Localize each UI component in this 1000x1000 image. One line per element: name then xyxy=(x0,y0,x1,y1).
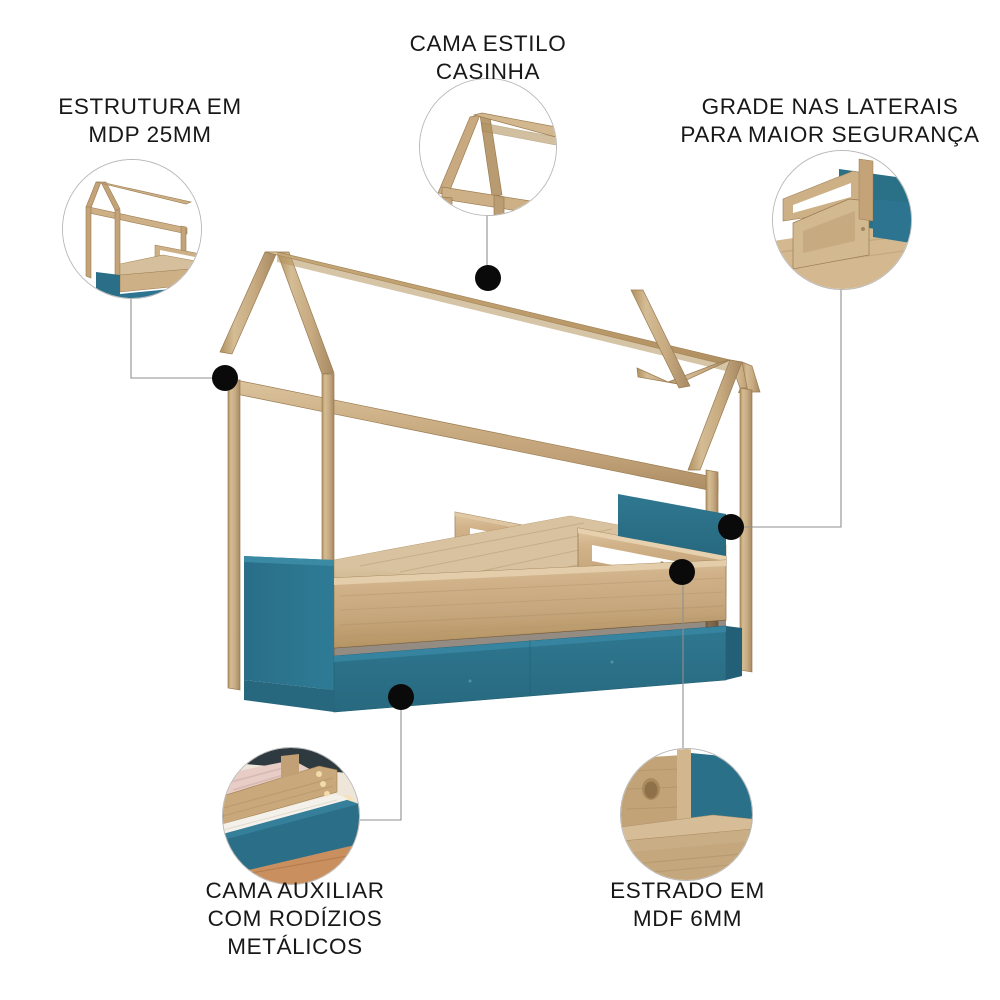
connector-auxiliar xyxy=(360,700,402,821)
marker-estrutura[interactable] xyxy=(212,365,238,391)
inset-estrado[interactable] xyxy=(620,748,753,881)
connector-grade xyxy=(735,288,842,528)
callout-label-estrutura: ESTRUTURA EM MDP 25MM xyxy=(58,94,242,147)
callout-label-estrado: ESTRADO EM MDF 6MM xyxy=(610,878,765,931)
marker-casinha[interactable] xyxy=(475,265,501,291)
connector-estrutura xyxy=(130,297,222,379)
marker-auxiliar[interactable] xyxy=(388,684,414,710)
callout-label-auxiliar: CAMA AUXILIAR COM RODÍZIOS METÁLICOS xyxy=(205,878,385,959)
callout-label-casinha: CAMA ESTILO CASINHA xyxy=(409,31,567,84)
inset-auxiliar[interactable] xyxy=(222,747,360,885)
inset-casinha[interactable] xyxy=(419,78,557,216)
marker-estrado[interactable] xyxy=(669,559,695,585)
marker-grade[interactable] xyxy=(718,514,744,540)
callout-label-grade: GRADE NAS LATERAIS PARA MAIOR SEGURANÇA xyxy=(680,94,980,147)
inset-estrutura[interactable] xyxy=(62,159,202,299)
inset-grade[interactable] xyxy=(772,150,912,290)
